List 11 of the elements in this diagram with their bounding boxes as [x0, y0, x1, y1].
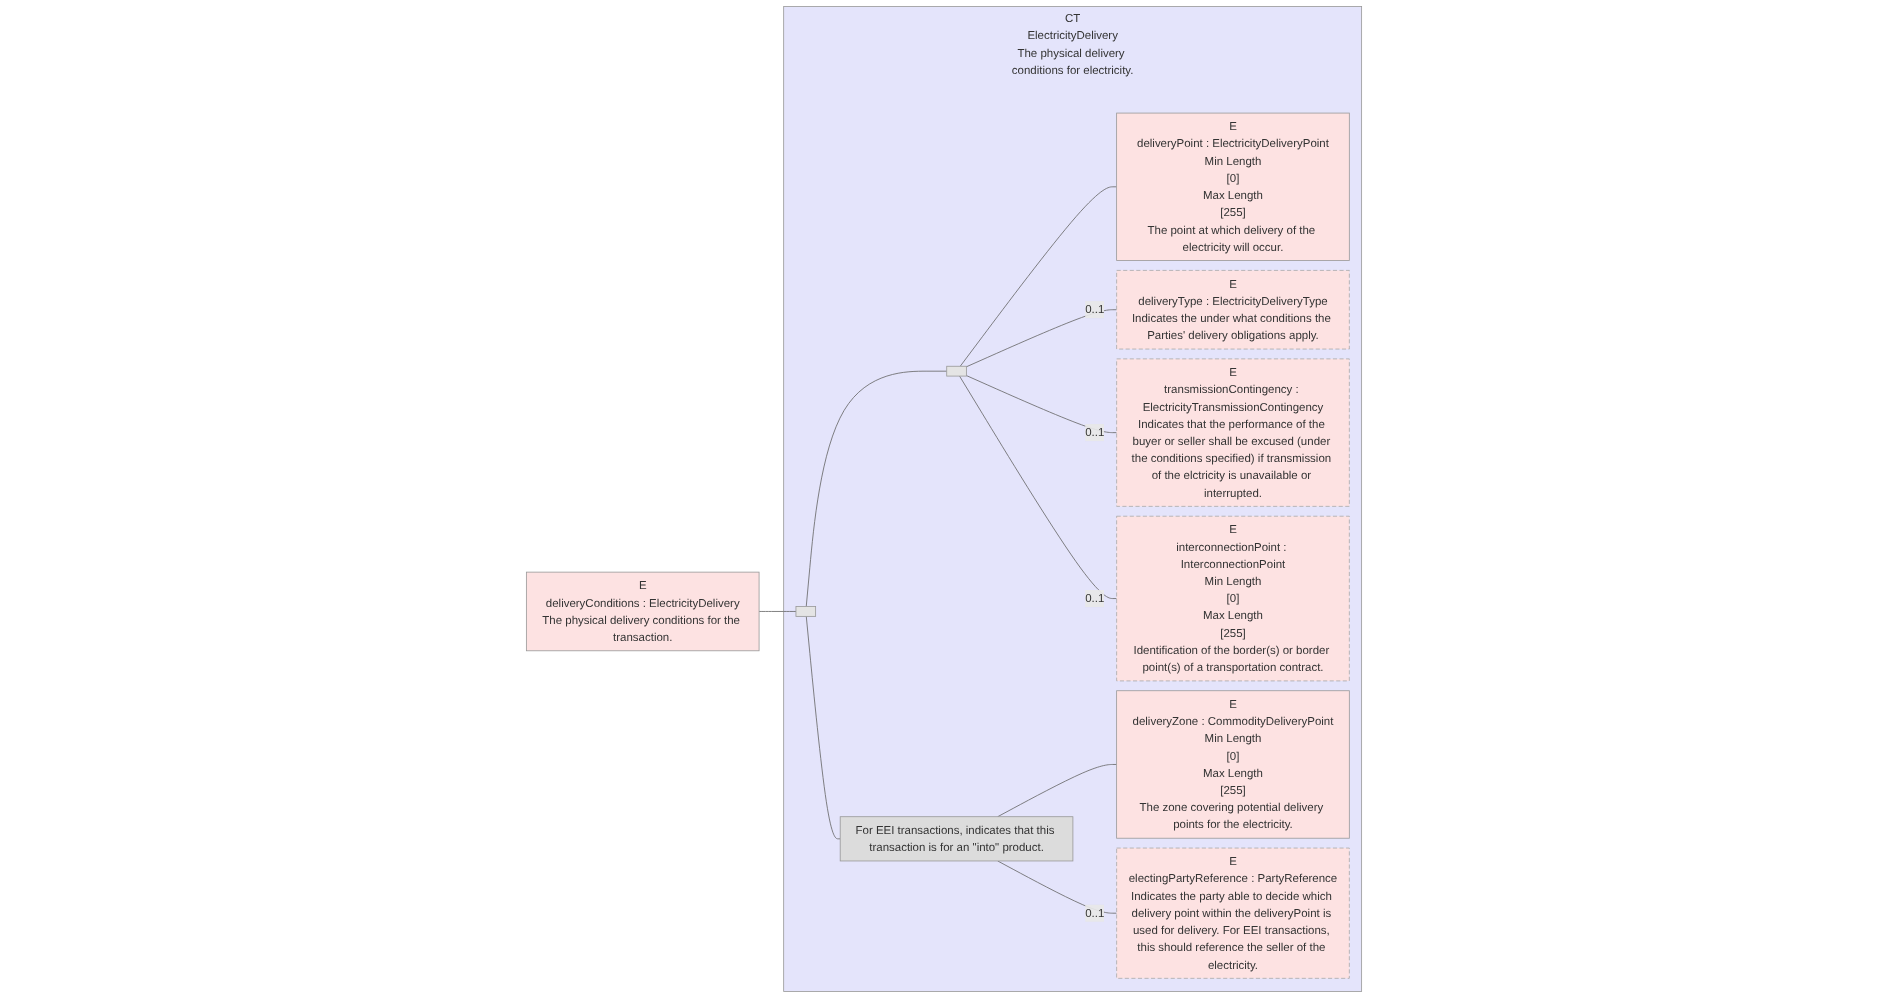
connector: [959, 186, 1118, 367]
connector: [758, 611, 797, 612]
connector: [997, 860, 1118, 914]
connector: [805, 615, 841, 840]
connector: [966, 309, 1118, 368]
connector: [966, 375, 1118, 434]
connector: [805, 370, 948, 607]
node-bar: [795, 606, 817, 617]
connector: [959, 375, 1118, 599]
connector: [997, 764, 1118, 818]
node-bar: [946, 365, 967, 377]
